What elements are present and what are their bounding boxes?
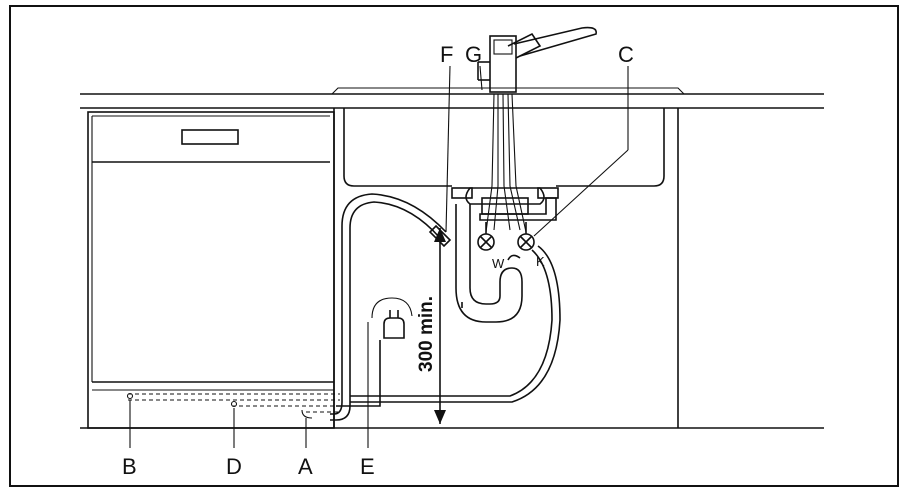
faucet	[477, 26, 598, 93]
label-c: C	[618, 42, 634, 67]
dishwasher-handle	[181, 129, 239, 145]
label-b: B	[122, 454, 137, 479]
diagram-frame	[9, 5, 899, 487]
label-w: W	[492, 256, 505, 271]
valve-w	[477, 222, 495, 251]
valve-k	[517, 222, 535, 251]
label-a: A	[298, 454, 313, 479]
hidden-hose-runs	[126, 392, 340, 419]
dimension-label: 300 min.	[416, 296, 437, 372]
countertop	[80, 87, 824, 109]
drain-hose	[330, 193, 452, 421]
label-d: D	[226, 454, 242, 479]
label-e: E	[360, 454, 375, 479]
label-k: K	[536, 254, 545, 269]
sink-cabinet	[333, 108, 679, 428]
height-dimension	[434, 228, 446, 424]
siphon-detail	[461, 254, 521, 308]
dishwasher	[87, 111, 335, 429]
power-plug	[336, 297, 413, 407]
sink-basin	[343, 108, 665, 187]
tap-supply-hoses	[485, 93, 527, 233]
leader-lines	[129, 65, 629, 448]
label-f: F	[440, 42, 453, 67]
siphon-trap	[455, 204, 523, 323]
supply-hose	[350, 245, 561, 403]
label-g: G	[465, 42, 482, 67]
sink-drain-tee	[451, 187, 559, 221]
